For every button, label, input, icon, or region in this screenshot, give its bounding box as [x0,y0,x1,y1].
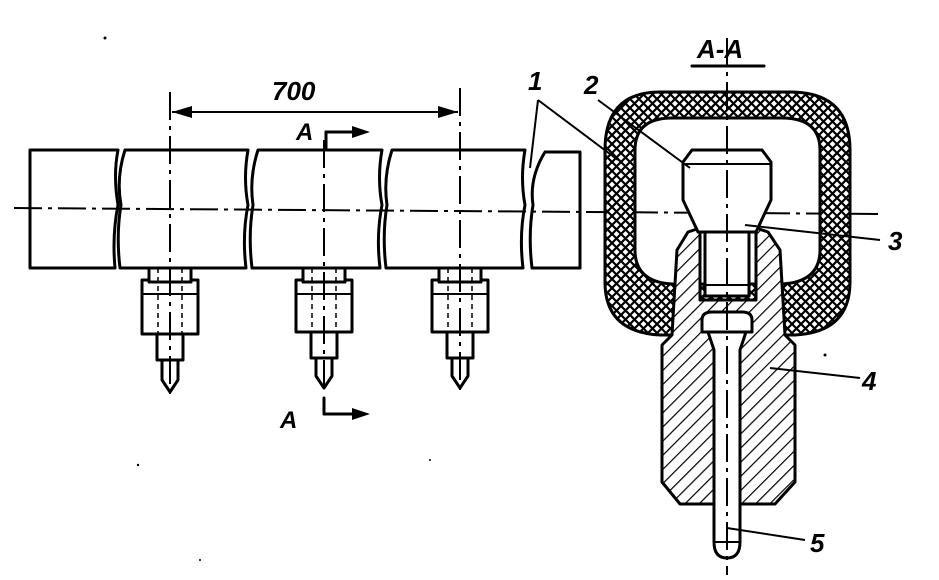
block-segment [248,148,384,270]
elevation-view: 700 A A [13,76,881,434]
leader-3 [744,224,881,241]
part-label-3: 3 [888,226,903,256]
dimension-arrow-right [438,106,458,118]
section-letter-bottom: A [279,407,297,434]
leader-1b [537,99,619,161]
section-letter-top: A [295,119,313,146]
block-segment [382,148,527,270]
part-label-5: 5 [810,528,825,558]
section-mark-bottom: A [279,396,370,434]
holder-middle [294,140,354,392]
holder-right [430,88,490,396]
holder-left [140,92,200,396]
section-arrow-head [352,126,370,138]
dimension-arrow-left [172,106,192,118]
part-label-4: 4 [861,366,877,396]
section-view-a-a: A-A 1 2 3 4 5 [528,34,903,575]
part-label-2: 2 [583,70,599,100]
scan-specks [103,36,827,561]
dimension-label: 700 [272,76,316,106]
dimension-700: 700 [172,76,458,118]
leader-1a [529,99,539,169]
section-title: A-A [696,34,743,64]
leader-2 [597,99,691,169]
leader-5 [726,527,806,541]
section-mark-top: A [295,119,370,150]
part-label-1: 1 [528,66,542,96]
section-arrow-head [352,408,370,420]
leader-4 [769,367,861,379]
electrode-block-row [28,148,582,270]
block-segment [528,150,582,270]
